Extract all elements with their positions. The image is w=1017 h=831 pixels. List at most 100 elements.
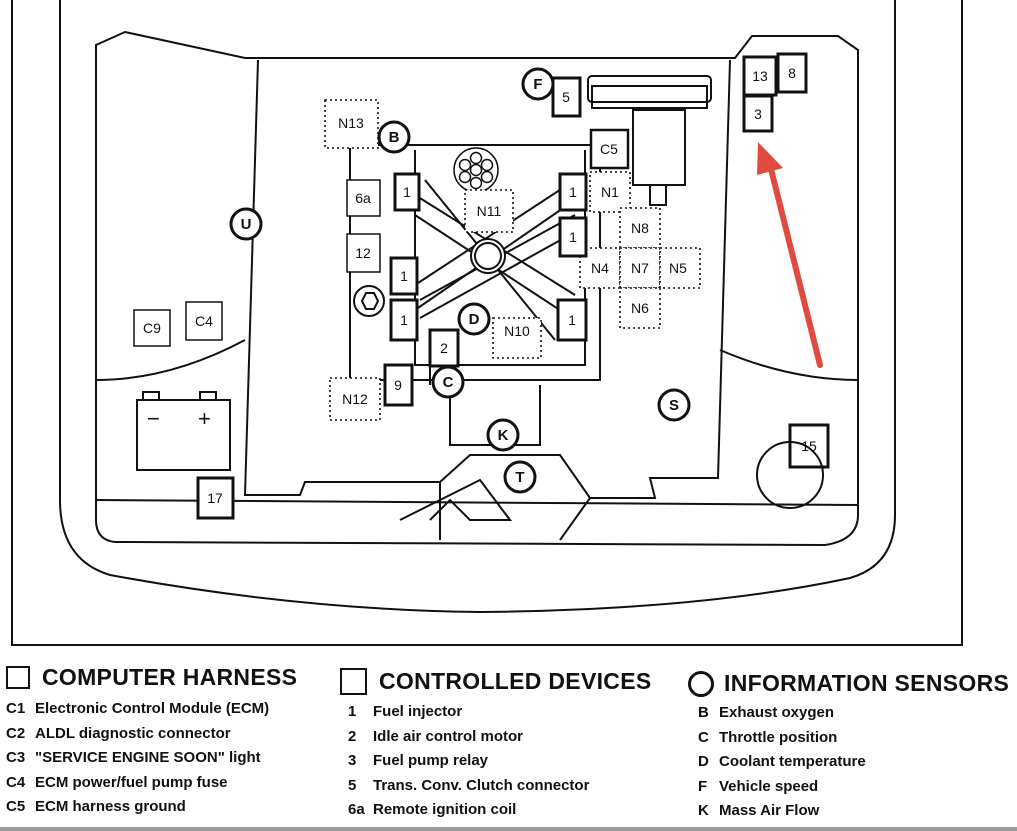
air-intake [587,75,712,206]
sensor-label-c: C [443,374,454,391]
intake-runners [414,179,576,341]
legend-item: 1 Fuel injector [340,700,651,725]
legend-item-code: K [698,802,709,819]
legend-information-sensors-header: INFORMATION SENSORS [688,670,1009,697]
legend-item-code: F [698,777,708,795]
legend-item-text: Fuel injector [373,703,463,720]
legend-item: 6a Remote ignition coil [340,798,651,823]
legend-item-code: 2 [348,727,357,745]
legend-item-text: Remote ignition coil [373,801,517,818]
sensor-15-housing [756,441,824,509]
label-n7: N7 [631,260,649,276]
square-icon [340,668,367,695]
red-arrow [757,142,823,368]
label-n8: N8 [631,220,649,236]
label-n1: N1 [601,184,619,200]
legend-item-text: ECM power/fuel pump fuse [35,773,228,791]
legend-item-text: Trans. Conv. Clutch connector [373,776,590,794]
label-n13: N13 [338,115,364,131]
legend-item-text: Mass Air Flow [719,802,820,819]
label-6a: 6a [355,190,371,206]
oil-filler-cap [353,285,385,317]
harness-boxes [133,128,630,347]
legend-item: K Mass Air Flow [688,799,1009,824]
label-12: 12 [355,245,371,261]
legend-item-text: Fuel pump relay [373,752,489,769]
label-c5: C5 [600,141,618,157]
label-1-left-low: 1 [400,312,408,328]
legend-item-text: Idle air control motor [373,727,524,745]
label-n10: N10 [504,323,530,339]
legend-computer-harness: COMPUTER HARNESS C1 Electronic Control Mo… [6,664,297,820]
legend-item-code: C5 [6,798,26,815]
legend-item-code: C3 [6,749,26,766]
sensor-label-f: F [533,76,542,93]
legend-computer-harness-list: C1 Electronic Control Module (ECM) C2 ALDL … [6,697,297,820]
legend-item: D Coolant temperature [688,750,1009,775]
label-13: 13 [752,68,768,84]
label-n12: N12 [342,391,368,407]
label-1-left-mid: 1 [400,268,408,284]
label-17: 17 [207,490,223,506]
legend-computer-harness-title: COMPUTER HARNESS [42,664,298,690]
sensor-label-k: K [498,427,509,444]
legend-information-sensors-title: INFORMATION SENSORS [724,670,1010,696]
legend-item-code: 3 [348,752,357,769]
legend-item: C4 ECM power/fuel pump fuse [6,771,297,796]
square-icon [6,666,30,689]
label-n5: N5 [669,260,687,276]
legend-item-code: B [698,704,709,721]
battery-plus-label: + [198,406,211,431]
legend-item-text: Throttle position [719,728,838,746]
label-1-right-low: 1 [568,312,576,328]
label-n6: N6 [631,300,649,316]
legend-item-code: C1 [6,700,26,717]
legend-item: 5 Trans. Conv. Clutch connector [340,774,651,799]
battery-minus-label: − [147,406,160,431]
legend-item-text: Exhaust oxygen [719,704,835,721]
harness-box-labels: C5 C9 C4 6a 12 [143,141,618,336]
legend-item-code: 1 [348,703,357,720]
harness-location-labels: N13 N12 N11 N10 N1 N8 N4 N7 N5 N6 [338,115,687,407]
sensor-label-b: B [389,129,400,146]
legend-item: C1 Electronic Control Module (ECM) [6,697,297,722]
legend-item-text: Electronic Control Module (ECM) [35,700,270,717]
label-15: 15 [801,438,817,454]
legend-item-code: C2 [6,724,26,742]
battery: − + [136,391,231,471]
legend-item-text: Coolant temperature [719,753,866,770]
legend-controlled-devices-title: CONTROLLED DEVICES [379,668,652,694]
legend-item: B Exhaust oxygen [688,701,1009,726]
legend-computer-harness-header: COMPUTER HARNESS [6,664,297,691]
legend-item-code: D [698,753,709,770]
label-c9: C9 [143,320,161,336]
legend-item-text: ECM harness ground [35,798,186,815]
label-9: 9 [394,377,402,393]
label-5: 5 [562,89,570,105]
legend-controlled-devices-header: CONTROLLED DEVICES [340,668,651,695]
device-boxes [196,52,830,520]
device-box-labels: 5 13 8 3 1 1 1 1 1 1 2 9 15 17 [207,65,817,506]
label-n4: N4 [591,260,609,276]
label-n11: N11 [477,203,502,219]
legend-controlled-devices-list: 1 Fuel injector 2 Idle air control motor 3 Fu… [340,700,651,823]
harness-locations [324,99,701,421]
label-2: 2 [440,340,448,356]
legend-item: C3 "SERVICE ENGINE SOON" light [6,746,297,771]
sensor-circles [229,67,691,494]
sensor-label-u: U [241,216,252,233]
legend-item-code: C4 [6,773,26,791]
label-1-right-top: 1 [569,184,577,200]
legend-item-text: Vehicle speed [719,777,819,795]
legend-item-text: ALDL diagnostic connector [35,724,231,742]
label-c4: C4 [195,313,213,329]
legend-item-code: 6a [348,801,365,818]
label-3: 3 [754,106,762,122]
sensor-labels: F B U D C K T S [241,76,679,486]
legend-item: F Vehicle speed [688,775,1009,800]
legend-item-text: "SERVICE ENGINE SOON" light [35,749,261,766]
legend-item-code: 5 [348,776,357,794]
label-8: 8 [788,65,796,81]
